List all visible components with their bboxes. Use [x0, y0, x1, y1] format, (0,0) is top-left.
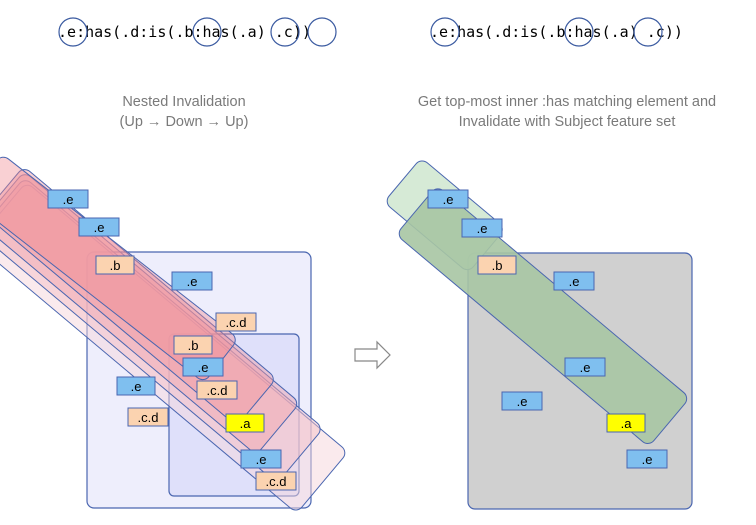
selector-gap: ): [257, 23, 275, 41]
element-cd-4: .c.d: [255, 471, 297, 491]
element-e-r4: .e: [564, 357, 606, 377]
selector-prefix: .e: [430, 23, 448, 41]
selector-b: .b: [547, 23, 565, 41]
selector-part1: :has(.d:is(: [76, 23, 175, 41]
element-b-2: .b: [173, 335, 213, 355]
element-e-r6: .e: [626, 449, 668, 469]
svg-text:.e: .e: [198, 360, 209, 375]
svg-text:.e: .e: [443, 192, 454, 207]
svg-text:.b: .b: [110, 258, 121, 273]
svg-text:.c.d: .c.d: [138, 410, 159, 425]
element-cd-1: .c.d: [215, 312, 257, 332]
selector-prefix: .e: [58, 23, 76, 41]
highlight-circle-e: [430, 17, 460, 47]
selector-part2: :has(: [193, 23, 238, 41]
selector-left: .e:has(.d:is(.b:has(.a) .c)): [58, 17, 337, 47]
selector-part1: :has(.d:is(: [448, 23, 547, 41]
left-diagram: .e .e .b .e .c.d .b .e .e: [0, 156, 346, 511]
right-arrow-icon: [354, 340, 391, 370]
selector-gap: ): [629, 23, 647, 41]
right-title-line1: Get top-most inner :has matching element…: [418, 94, 716, 110]
element-e-2: .e: [78, 217, 120, 237]
highlight-circle-b: [564, 17, 594, 47]
highlight-circle-a: [270, 17, 300, 47]
svg-text:.e: .e: [94, 220, 105, 235]
svg-text:.e: .e: [580, 360, 591, 375]
element-a-r1: .a: [606, 413, 646, 433]
highlight-circle-c: [307, 17, 337, 47]
selector-a: .a: [239, 23, 257, 41]
element-b-1: .b: [95, 255, 135, 275]
element-e-r1: .e: [427, 189, 469, 209]
element-cd-3: .c.d: [127, 407, 169, 427]
selector-suffix: )): [665, 23, 683, 41]
left-title-line1: Nested Invalidation: [122, 94, 245, 110]
right-diagram: .e .e .b .e .e .e .a .e: [386, 160, 693, 510]
element-e-6: .e: [240, 449, 282, 469]
svg-text:.e: .e: [642, 452, 653, 467]
left-title-line2: (Up → Down → Up): [120, 114, 249, 130]
element-e-4: .e: [182, 357, 224, 377]
svg-text:.e: .e: [131, 379, 142, 394]
element-e-5: .e: [116, 376, 156, 396]
element-e-1: .e: [47, 189, 89, 209]
element-b-r1: .b: [477, 255, 517, 275]
highlight-circle-e: [58, 17, 88, 47]
selector-right: .e:has(.d:is(.b:has(.a) .c)): [430, 17, 683, 47]
svg-text:.c.d: .c.d: [266, 474, 287, 489]
svg-text:.e: .e: [187, 274, 198, 289]
element-cd-2: .c.d: [196, 380, 238, 400]
svg-text:.a: .a: [621, 416, 633, 431]
svg-text:.e: .e: [256, 452, 267, 467]
element-e-r2: .e: [461, 218, 503, 238]
svg-text:.e: .e: [477, 221, 488, 236]
element-a-1: .a: [225, 413, 265, 433]
svg-text:.c.d: .c.d: [207, 383, 228, 398]
right-title-line2: Invalidate with Subject feature set: [459, 114, 676, 130]
selector-a: .a: [611, 23, 629, 41]
svg-text:.e: .e: [517, 394, 528, 409]
svg-text:.c.d: .c.d: [226, 315, 247, 330]
green-band: [398, 188, 688, 444]
selector-c: .c: [647, 23, 665, 41]
element-e-r3: .e: [553, 271, 595, 291]
element-e-3: .e: [171, 271, 213, 291]
svg-text:.e: .e: [569, 274, 580, 289]
svg-text:.b: .b: [188, 338, 199, 353]
highlight-circle-b: [192, 17, 222, 47]
svg-text:.b: .b: [492, 258, 503, 273]
selector-b: .b: [175, 23, 193, 41]
svg-text:.a: .a: [240, 416, 252, 431]
selector-text-right: .e:has(.d:is(.b:has(.a) .c)): [430, 23, 683, 41]
selector-c: .c: [275, 23, 293, 41]
selector-suffix: )): [293, 23, 311, 41]
selector-part2: :has(: [565, 23, 610, 41]
selector-text-left: .e:has(.d:is(.b:has(.a) .c)): [58, 23, 311, 41]
svg-text:.e: .e: [63, 192, 74, 207]
highlight-circle-a: [633, 17, 663, 47]
element-e-r5: .e: [501, 391, 543, 411]
